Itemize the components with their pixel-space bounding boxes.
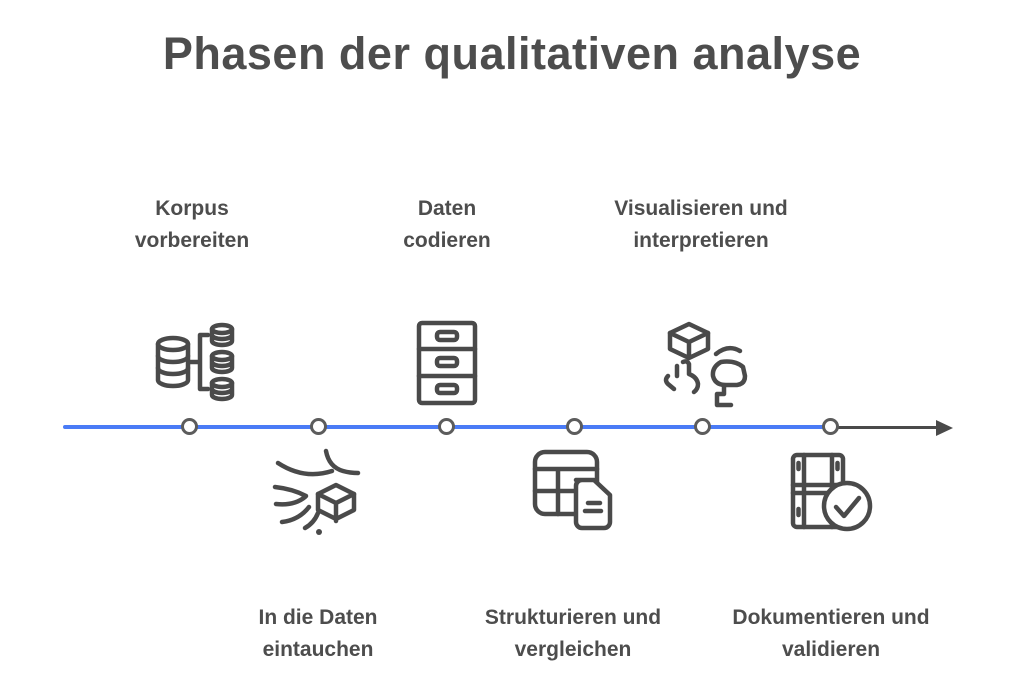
timeline-node-3 bbox=[438, 418, 455, 435]
phase-label-line: Dokumentieren und bbox=[732, 606, 930, 629]
filing-cabinet-icon bbox=[415, 319, 479, 407]
table-document-icon bbox=[530, 447, 620, 535]
phase-label-daten-codieren: Daten codieren bbox=[307, 193, 587, 257]
databases-split-icon bbox=[146, 321, 238, 405]
phase-label-strukturieren-vergleichen: Strukturieren und vergleichen bbox=[433, 602, 713, 666]
phase-label-line: codieren bbox=[403, 229, 491, 252]
page-title: Phasen der qualitativen analyse bbox=[162, 28, 862, 79]
timeline-node-2 bbox=[310, 418, 327, 435]
phase-label-line: In die Daten bbox=[258, 606, 378, 629]
phase-label-line: Strukturieren und bbox=[484, 606, 662, 629]
phase-label-line: validieren bbox=[781, 638, 881, 661]
timeline-node-1 bbox=[181, 418, 198, 435]
cube-hand-person-icon bbox=[658, 318, 754, 410]
timeline-node-6 bbox=[822, 418, 839, 435]
phase-label-line: interpretieren bbox=[633, 229, 769, 252]
phase-label-line: vergleichen bbox=[514, 638, 632, 661]
phase-label-line: vorbereiten bbox=[134, 229, 250, 252]
phase-label-dokumentieren-validieren: Dokumentieren und validieren bbox=[691, 602, 971, 666]
data-streams-cube-icon bbox=[270, 447, 366, 539]
timeline-node-4 bbox=[566, 418, 583, 435]
phase-label-line: Korpus bbox=[155, 197, 229, 220]
phase-label-line: eintauchen bbox=[262, 638, 374, 661]
phase-label-line: Daten bbox=[417, 197, 477, 220]
filmstrip-check-icon bbox=[788, 451, 876, 535]
timeline-node-5 bbox=[694, 418, 711, 435]
phase-label-line: Visualisieren und bbox=[614, 197, 788, 220]
phase-label-in-die-daten-eintauchen: In die Daten eintauchen bbox=[178, 602, 458, 666]
timeline-arrowhead-icon bbox=[936, 419, 953, 436]
phase-label-korpus-vorbereiten: Korpus vorbereiten bbox=[52, 193, 332, 257]
phase-label-visualisieren-interpretieren: Visualisieren und interpretieren bbox=[561, 193, 841, 257]
timeline-line-gray bbox=[831, 426, 937, 429]
